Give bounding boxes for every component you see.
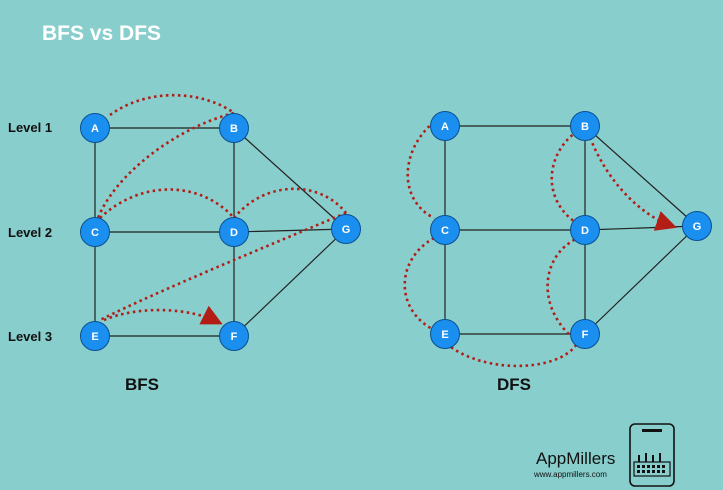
dfs-node-c: C [430, 215, 460, 245]
bfs-curve-d-g [232, 187, 348, 219]
brand-name: AppMillers [536, 449, 616, 468]
dfs-edge-d-g [584, 225, 698, 231]
dfs-node-f: F [570, 319, 600, 349]
level-2-label: Level 2 [8, 225, 52, 240]
bfs-traversal-curves [96, 93, 348, 325]
bfs-node-e: E [80, 321, 110, 351]
dfs-edge-b-g [584, 125, 698, 227]
bfs-node-label: D [230, 227, 238, 239]
bfs-curve-e-f [103, 305, 223, 325]
bfs-caption: BFS [125, 375, 159, 394]
level-1-label: Level 1 [8, 120, 52, 135]
bfs-node-label: E [91, 331, 98, 343]
bfs-node-a: A [80, 113, 110, 143]
bfs-node-label: C [91, 227, 99, 239]
dfs-node-a: A [430, 111, 460, 141]
bfs-edge-b-g [233, 127, 347, 230]
bfs-curve-g-e [99, 211, 347, 322]
bfs-node-g: G [331, 214, 361, 244]
bfs-node-circle [219, 217, 249, 247]
dfs-curve-e-f [436, 334, 580, 368]
page-title: BFS vs DFS [42, 22, 162, 45]
appmillers-logo-icon [629, 423, 675, 487]
dfs-curve-f-d [546, 236, 579, 344]
bfs-node-c: C [80, 217, 110, 247]
dfs-nodes: A B C D E F G [430, 111, 712, 349]
dfs-node-label: D [581, 225, 589, 237]
dfs-node-circle [430, 319, 460, 349]
dfs-edge-f-g [584, 225, 698, 335]
dfs-curve-a-c [406, 120, 435, 220]
bfs-node-circle [219, 321, 249, 351]
bfs-edge-d-g [233, 228, 347, 233]
dfs-curve-b-g [586, 131, 677, 231]
dfs-caption: DFS [497, 375, 531, 394]
dfs-node-label: C [441, 225, 449, 237]
dfs-node-circle [430, 215, 460, 245]
bfs-curve-a-b [109, 93, 235, 117]
bfs-node-circle [331, 214, 361, 244]
bfs-node-b: B [219, 113, 249, 143]
bfs-node-label: G [342, 224, 351, 236]
bfs-graph: A B C D E F G [80, 93, 361, 351]
dfs-node-label: A [441, 121, 449, 133]
bfs-node-circle [80, 321, 110, 351]
dfs-curve-c-e [403, 236, 435, 332]
bfs-node-label: A [91, 123, 99, 135]
bfs-node-circle [219, 113, 249, 143]
level-3-label: Level 3 [8, 329, 52, 344]
dfs-node-b: B [570, 111, 600, 141]
dfs-node-d: D [570, 215, 600, 245]
dfs-node-label: B [581, 121, 589, 133]
bfs-edge-f-g [233, 228, 347, 337]
bfs-edges [94, 127, 347, 337]
bfs-node-f: F [219, 321, 249, 351]
bfs-node-label: B [230, 123, 238, 135]
bfs-node-circle [80, 113, 110, 143]
dfs-node-circle [570, 111, 600, 141]
bfs-nodes: A B C D E F G [80, 113, 361, 351]
dfs-node-e: E [430, 319, 460, 349]
dfs-graph: A B C D E F G [403, 111, 712, 368]
dfs-edges [444, 125, 698, 335]
dfs-node-label: G [693, 221, 702, 233]
bfs-node-label: F [231, 331, 238, 343]
bfs-node-circle [80, 217, 110, 247]
dfs-node-g: G [682, 211, 712, 241]
dfs-node-label: E [441, 329, 448, 341]
dfs-traversal-curves [403, 120, 677, 368]
bfs-node-d: D [219, 217, 249, 247]
dfs-node-circle [430, 111, 460, 141]
bfs-curve-b-c [96, 111, 235, 219]
brand-url: www.appmillers.com [534, 470, 607, 479]
dfs-node-circle [682, 211, 712, 241]
dfs-node-circle [570, 215, 600, 245]
dfs-node-circle [570, 319, 600, 349]
bfs-curve-c-d [99, 188, 235, 219]
dfs-curve-d-b [550, 126, 583, 226]
dfs-node-label: F [582, 329, 589, 341]
